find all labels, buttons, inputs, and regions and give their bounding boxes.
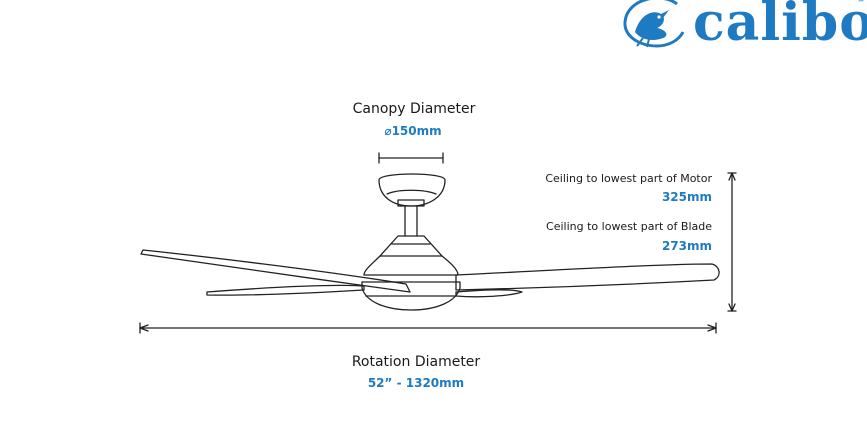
canopy-dimension-line: [378, 152, 444, 164]
blade-height-value: 273mm: [661, 239, 712, 253]
motor-height-value: 325mm: [661, 190, 712, 204]
canopy-label: Canopy Diameter: [352, 101, 476, 117]
rotation-value: 52” - 1320mm: [367, 376, 465, 390]
blade-height-label: Ceiling to lowest part of Blade: [546, 220, 712, 233]
rotation-dimension-line: [139, 322, 717, 334]
left-blade-upper: [140, 249, 411, 293]
bird-icon: [623, 0, 685, 48]
canopy: [378, 173, 446, 207]
downrod: [397, 199, 425, 237]
rotation-label: Rotation Diameter: [351, 354, 481, 370]
right-blade-lower: [455, 289, 523, 298]
right-blade: [455, 263, 720, 291]
height-dimension-line: [727, 172, 737, 312]
brand-wordmark: calibo: [693, 0, 867, 53]
canopy-value: ⌀150mm: [384, 124, 442, 138]
trademark-mark: ™: [857, 0, 865, 7]
left-blade-lower: [206, 284, 365, 296]
motor-height-label: Ceiling to lowest part of Motor: [545, 172, 712, 185]
